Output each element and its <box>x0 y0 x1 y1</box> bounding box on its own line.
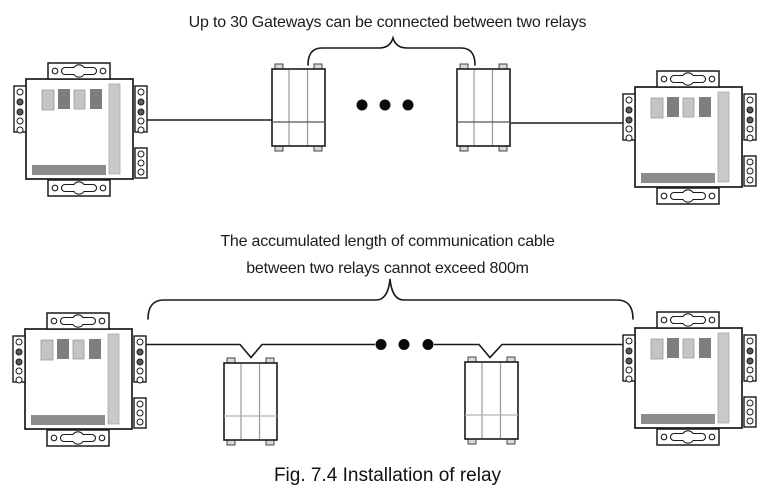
relay-device <box>623 71 756 204</box>
ellipsis-dots-bottom <box>375 339 434 350</box>
ellipsis-dots-top <box>356 99 414 111</box>
bottom-annotation-line1: The accumulated length of communication … <box>220 233 555 250</box>
relay-device <box>14 63 147 196</box>
gateway-device <box>456 63 511 152</box>
brace-top <box>307 35 476 66</box>
brace-bottom <box>147 278 634 320</box>
bottom-annotation: The accumulated length of communication … <box>0 228 775 282</box>
communication-cable-bottom-right <box>434 343 625 359</box>
relay-device <box>623 312 756 445</box>
figure-caption: Fig. 7.4 Installation of relay <box>273 465 502 486</box>
bottom-annotation-line2: between two relays cannot exceed 800m <box>246 260 529 277</box>
gateway-device <box>464 356 519 445</box>
gateway-device <box>223 357 278 446</box>
communication-cable-bottom-left <box>146 343 375 359</box>
top-annotation: Up to 30 Gateways can be connected betwe… <box>188 14 587 31</box>
gateway-device <box>271 63 326 152</box>
relay-device <box>13 313 146 446</box>
